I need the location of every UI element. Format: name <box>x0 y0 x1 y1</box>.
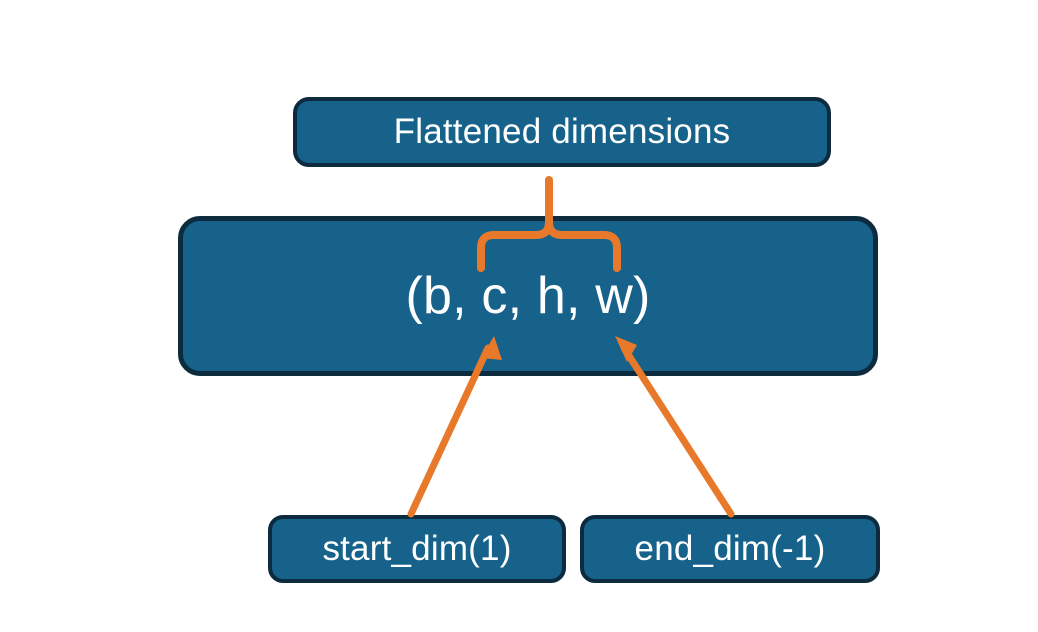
node-end-dim[interactable]: end_dim(-1) <box>580 515 880 583</box>
node-tensor-shape-tuple-label: (b, c, h, w) <box>405 267 651 325</box>
node-start-dim[interactable]: start_dim(1) <box>268 515 566 583</box>
brace-over-c-h-w-icon <box>477 176 621 272</box>
node-flattened-dimensions[interactable]: Flattened dimensions <box>293 97 831 167</box>
node-flattened-dimensions-label: Flattened dimensions <box>393 112 731 151</box>
node-tensor-shape-tuple[interactable]: (b, c, h, w) <box>178 216 878 376</box>
node-end-dim-label: end_dim(-1) <box>634 529 826 568</box>
node-start-dim-label: start_dim(1) <box>322 529 512 568</box>
